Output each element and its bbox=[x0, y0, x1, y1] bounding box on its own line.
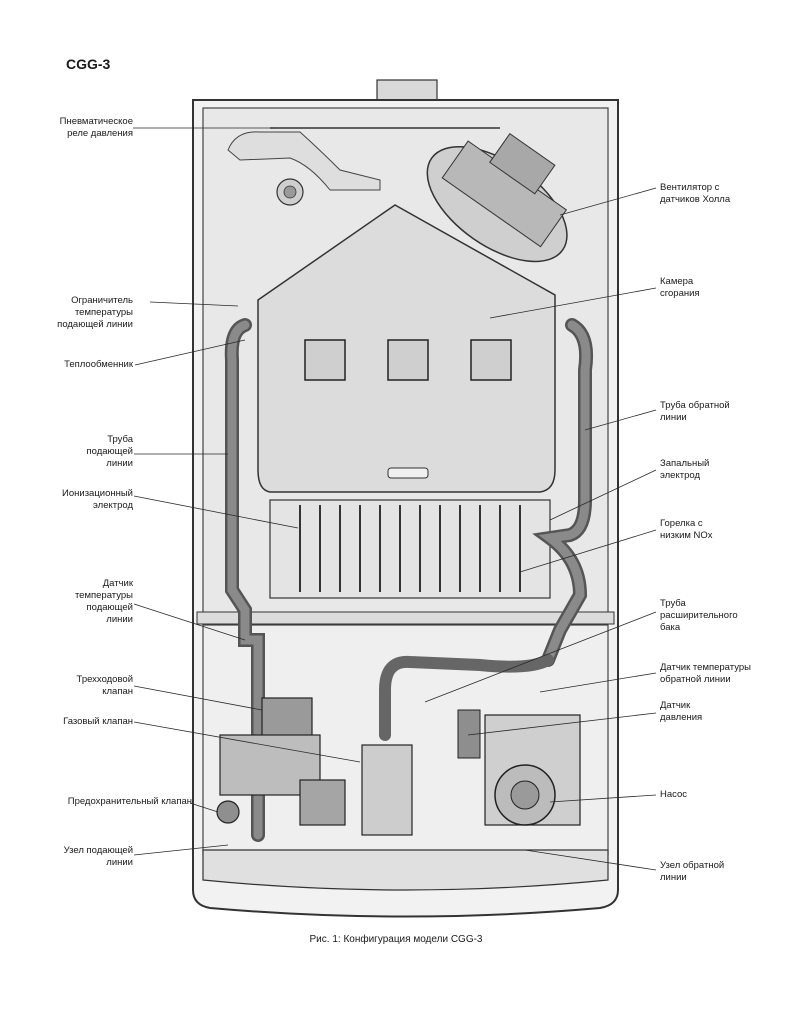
label-combustion-chamber: Камера сгорания bbox=[660, 276, 700, 299]
label-flow-temp-limiter: Ограничитель температуры подающей линии bbox=[57, 295, 133, 330]
label-pressure-relay: Пневматическое реле давления bbox=[59, 116, 133, 139]
pump-hub bbox=[510, 780, 540, 810]
pressure-sensor-body bbox=[457, 709, 481, 759]
relay-port bbox=[283, 185, 297, 199]
top-bracket bbox=[227, 131, 381, 191]
flow-pipe-highlight bbox=[227, 320, 263, 840]
label-gas-valve: Газовый клапан bbox=[63, 716, 133, 727]
label-three-way-valve: Трехходовой клапан bbox=[76, 674, 133, 697]
label-flow-pipe: Труба подающей линии bbox=[86, 434, 133, 469]
gas-valve-block bbox=[299, 779, 346, 826]
label-return-pipe: Труба обратной линии bbox=[660, 400, 730, 423]
leader-lines-right bbox=[424, 187, 657, 871]
label-ionization-electrode: Ионизационный электрод bbox=[62, 488, 133, 511]
flue-outlet bbox=[376, 79, 438, 103]
expansion-pipe-shape bbox=[379, 654, 554, 741]
model-title: CGG-3 bbox=[66, 56, 111, 72]
sight-window-1 bbox=[304, 339, 346, 381]
label-heat-exchanger: Теплообменник bbox=[64, 359, 133, 370]
crossbar bbox=[196, 611, 615, 625]
leader-lines-left bbox=[133, 127, 361, 856]
chamber-slot bbox=[387, 467, 429, 479]
fan-assembly bbox=[426, 132, 568, 263]
label-fan-hall: Вентилятор с датчиков Холла bbox=[660, 182, 731, 205]
label-return-temp-sensor: Датчик температуры обратной линии bbox=[660, 662, 751, 685]
label-flow-temp-sensor: Датчик температуры подающей линии bbox=[74, 578, 133, 625]
label-ignition-electrode: Запальный электрод bbox=[660, 458, 710, 481]
label-low-nox-burner: Горелка с низким NOx bbox=[660, 518, 713, 541]
label-flow-unit: Узел подающей линии bbox=[63, 845, 133, 868]
figure-caption: Рис. 1: Конфигурация модели CGG-3 bbox=[309, 934, 483, 945]
label-return-unit: Узел обратной линии bbox=[660, 860, 725, 883]
label-pressure-sensor: Датчик давления bbox=[660, 700, 703, 723]
bottom-tray bbox=[202, 849, 609, 891]
safety-valve-body bbox=[216, 800, 240, 824]
label-pump: Насос bbox=[660, 789, 688, 800]
center-valve-body bbox=[361, 744, 413, 836]
burner-body bbox=[269, 499, 551, 599]
burner-ramps bbox=[299, 505, 521, 592]
label-expansion-tank-pipe: Труба расширительного бака bbox=[660, 598, 738, 633]
sight-window-2 bbox=[387, 339, 429, 381]
sight-window-3 bbox=[470, 339, 512, 381]
return-pipe-highlight bbox=[538, 320, 591, 665]
three-way-valve-body bbox=[261, 697, 313, 739]
label-safety-valve: Предохранительный клапан bbox=[67, 796, 192, 807]
